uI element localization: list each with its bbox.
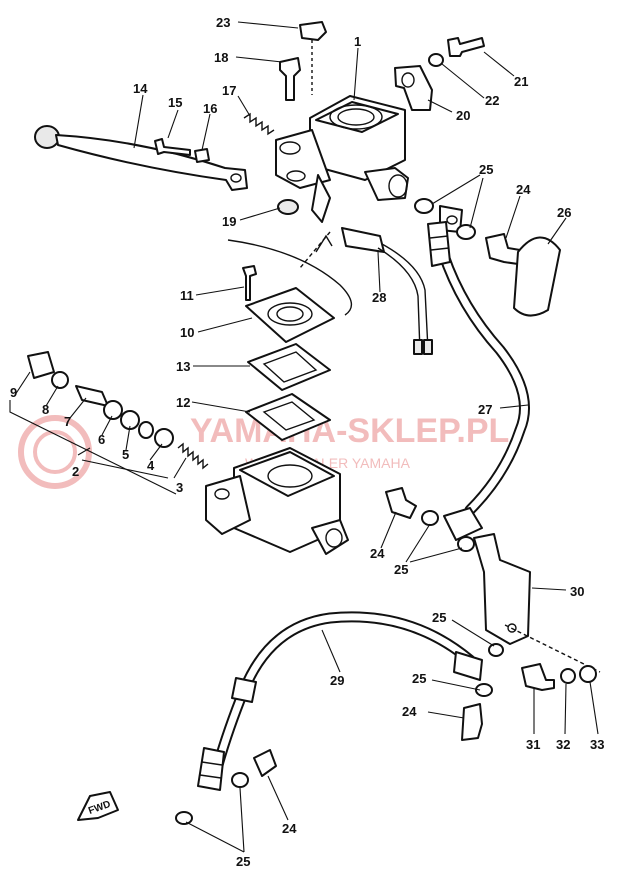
- lever-nut: [194, 148, 210, 163]
- callout-24-b: 24: [370, 546, 385, 561]
- callout-24-a: 24: [516, 182, 531, 197]
- callout-10: 10: [180, 325, 194, 340]
- callout-1: 1: [354, 34, 361, 49]
- lever-screw: [154, 138, 191, 156]
- callout-5: 5: [122, 447, 129, 462]
- callout-12: 12: [176, 395, 190, 410]
- clamp-bolt: [447, 37, 485, 57]
- callout-25-d: 25: [412, 671, 426, 686]
- exploded-view-frame: [227, 231, 353, 316]
- banjo-bottom: [175, 749, 277, 825]
- callout-24-c: 24: [402, 704, 417, 719]
- callout-25-e: 25: [236, 854, 250, 869]
- brake-switch: [341, 227, 433, 355]
- master-cylinder: [275, 95, 409, 223]
- reservoir-diaphragm: [245, 287, 335, 343]
- callout-labels: 23 18 1 17 14 15 16 19 21 22 20 25 24 26…: [10, 15, 604, 869]
- callout-23: 23: [216, 15, 230, 30]
- callout-9: 9: [10, 385, 17, 400]
- callout-32: 32: [556, 737, 570, 752]
- callout-6: 6: [98, 432, 105, 447]
- callout-16: 16: [203, 101, 217, 116]
- callout-25-b: 25: [394, 562, 408, 577]
- hose-joint: [473, 533, 601, 673]
- callout-7: 7: [64, 414, 71, 429]
- callout-19: 19: [222, 214, 236, 229]
- banjo-middle: [385, 487, 483, 552]
- callout-25-a: 25: [479, 162, 493, 177]
- callout-24-d: 24: [282, 821, 297, 836]
- diaphragm-plate: [247, 343, 331, 391]
- bolt-washers-31-33: [521, 663, 597, 691]
- washer-19: [277, 199, 299, 215]
- pivot-bolt: [279, 57, 301, 101]
- gasket: [245, 393, 331, 441]
- callout-27: 27: [478, 402, 492, 417]
- callout-2: 2: [72, 464, 79, 479]
- callout-14: 14: [133, 81, 148, 96]
- cylinder-body-exploded: [205, 447, 349, 555]
- callout-18: 18: [214, 50, 228, 65]
- piston-kit: [27, 351, 209, 470]
- brake-lever: [34, 125, 248, 191]
- lower-brake-hose: [197, 611, 483, 791]
- upper-brake-hose: [427, 221, 530, 516]
- banjo-lower-joint: [461, 643, 504, 741]
- handlebar-clamp: [394, 65, 433, 111]
- callout-13: 13: [176, 359, 190, 374]
- leader-lines: [9, 21, 599, 853]
- callout-28: 28: [372, 290, 386, 305]
- callout-26: 26: [557, 205, 571, 220]
- cap-screw: [299, 21, 327, 95]
- clamp-washer: [428, 53, 444, 67]
- callout-17: 17: [222, 83, 236, 98]
- callout-22: 22: [485, 93, 499, 108]
- watermark-title: YAMAHA-SKLEP.PL: [190, 412, 509, 450]
- union-bolt-upper: [485, 233, 521, 265]
- callout-15: 15: [168, 95, 182, 110]
- forward-arrow-icon: FWD: [77, 791, 119, 821]
- callout-25-c: 25: [432, 610, 446, 625]
- reservoir-cover-screw: [242, 265, 257, 301]
- callout-20: 20: [456, 108, 470, 123]
- callout-4: 4: [147, 458, 155, 473]
- callout-3: 3: [176, 480, 183, 495]
- callout-8: 8: [42, 402, 49, 417]
- rubber-cap: [513, 236, 561, 317]
- callout-31: 31: [526, 737, 540, 752]
- callout-33: 33: [590, 737, 604, 752]
- callout-29: 29: [330, 673, 344, 688]
- callout-21: 21: [514, 74, 528, 89]
- spring: [243, 112, 275, 136]
- callout-30: 30: [570, 584, 584, 599]
- callout-11: 11: [180, 288, 194, 303]
